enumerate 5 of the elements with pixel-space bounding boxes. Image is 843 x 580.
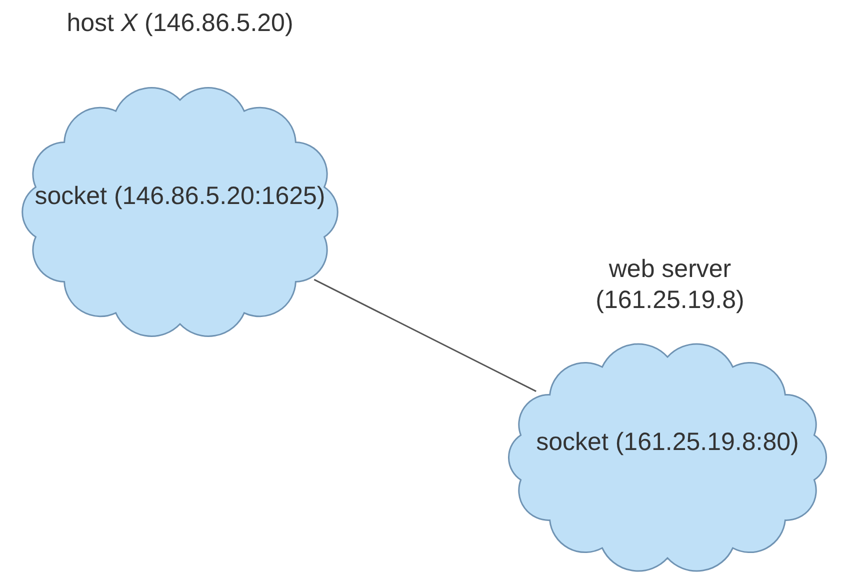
cloud-label: socket (161.25.19.8:80) (535, 426, 800, 458)
host-label: web server (161.25.19.8) (594, 254, 746, 316)
host-label: host X (146.86.5.20) (66, 8, 294, 39)
connector-line (314, 278, 536, 392)
cloud-label: socket (146.86.5.20:1625) (34, 181, 326, 212)
